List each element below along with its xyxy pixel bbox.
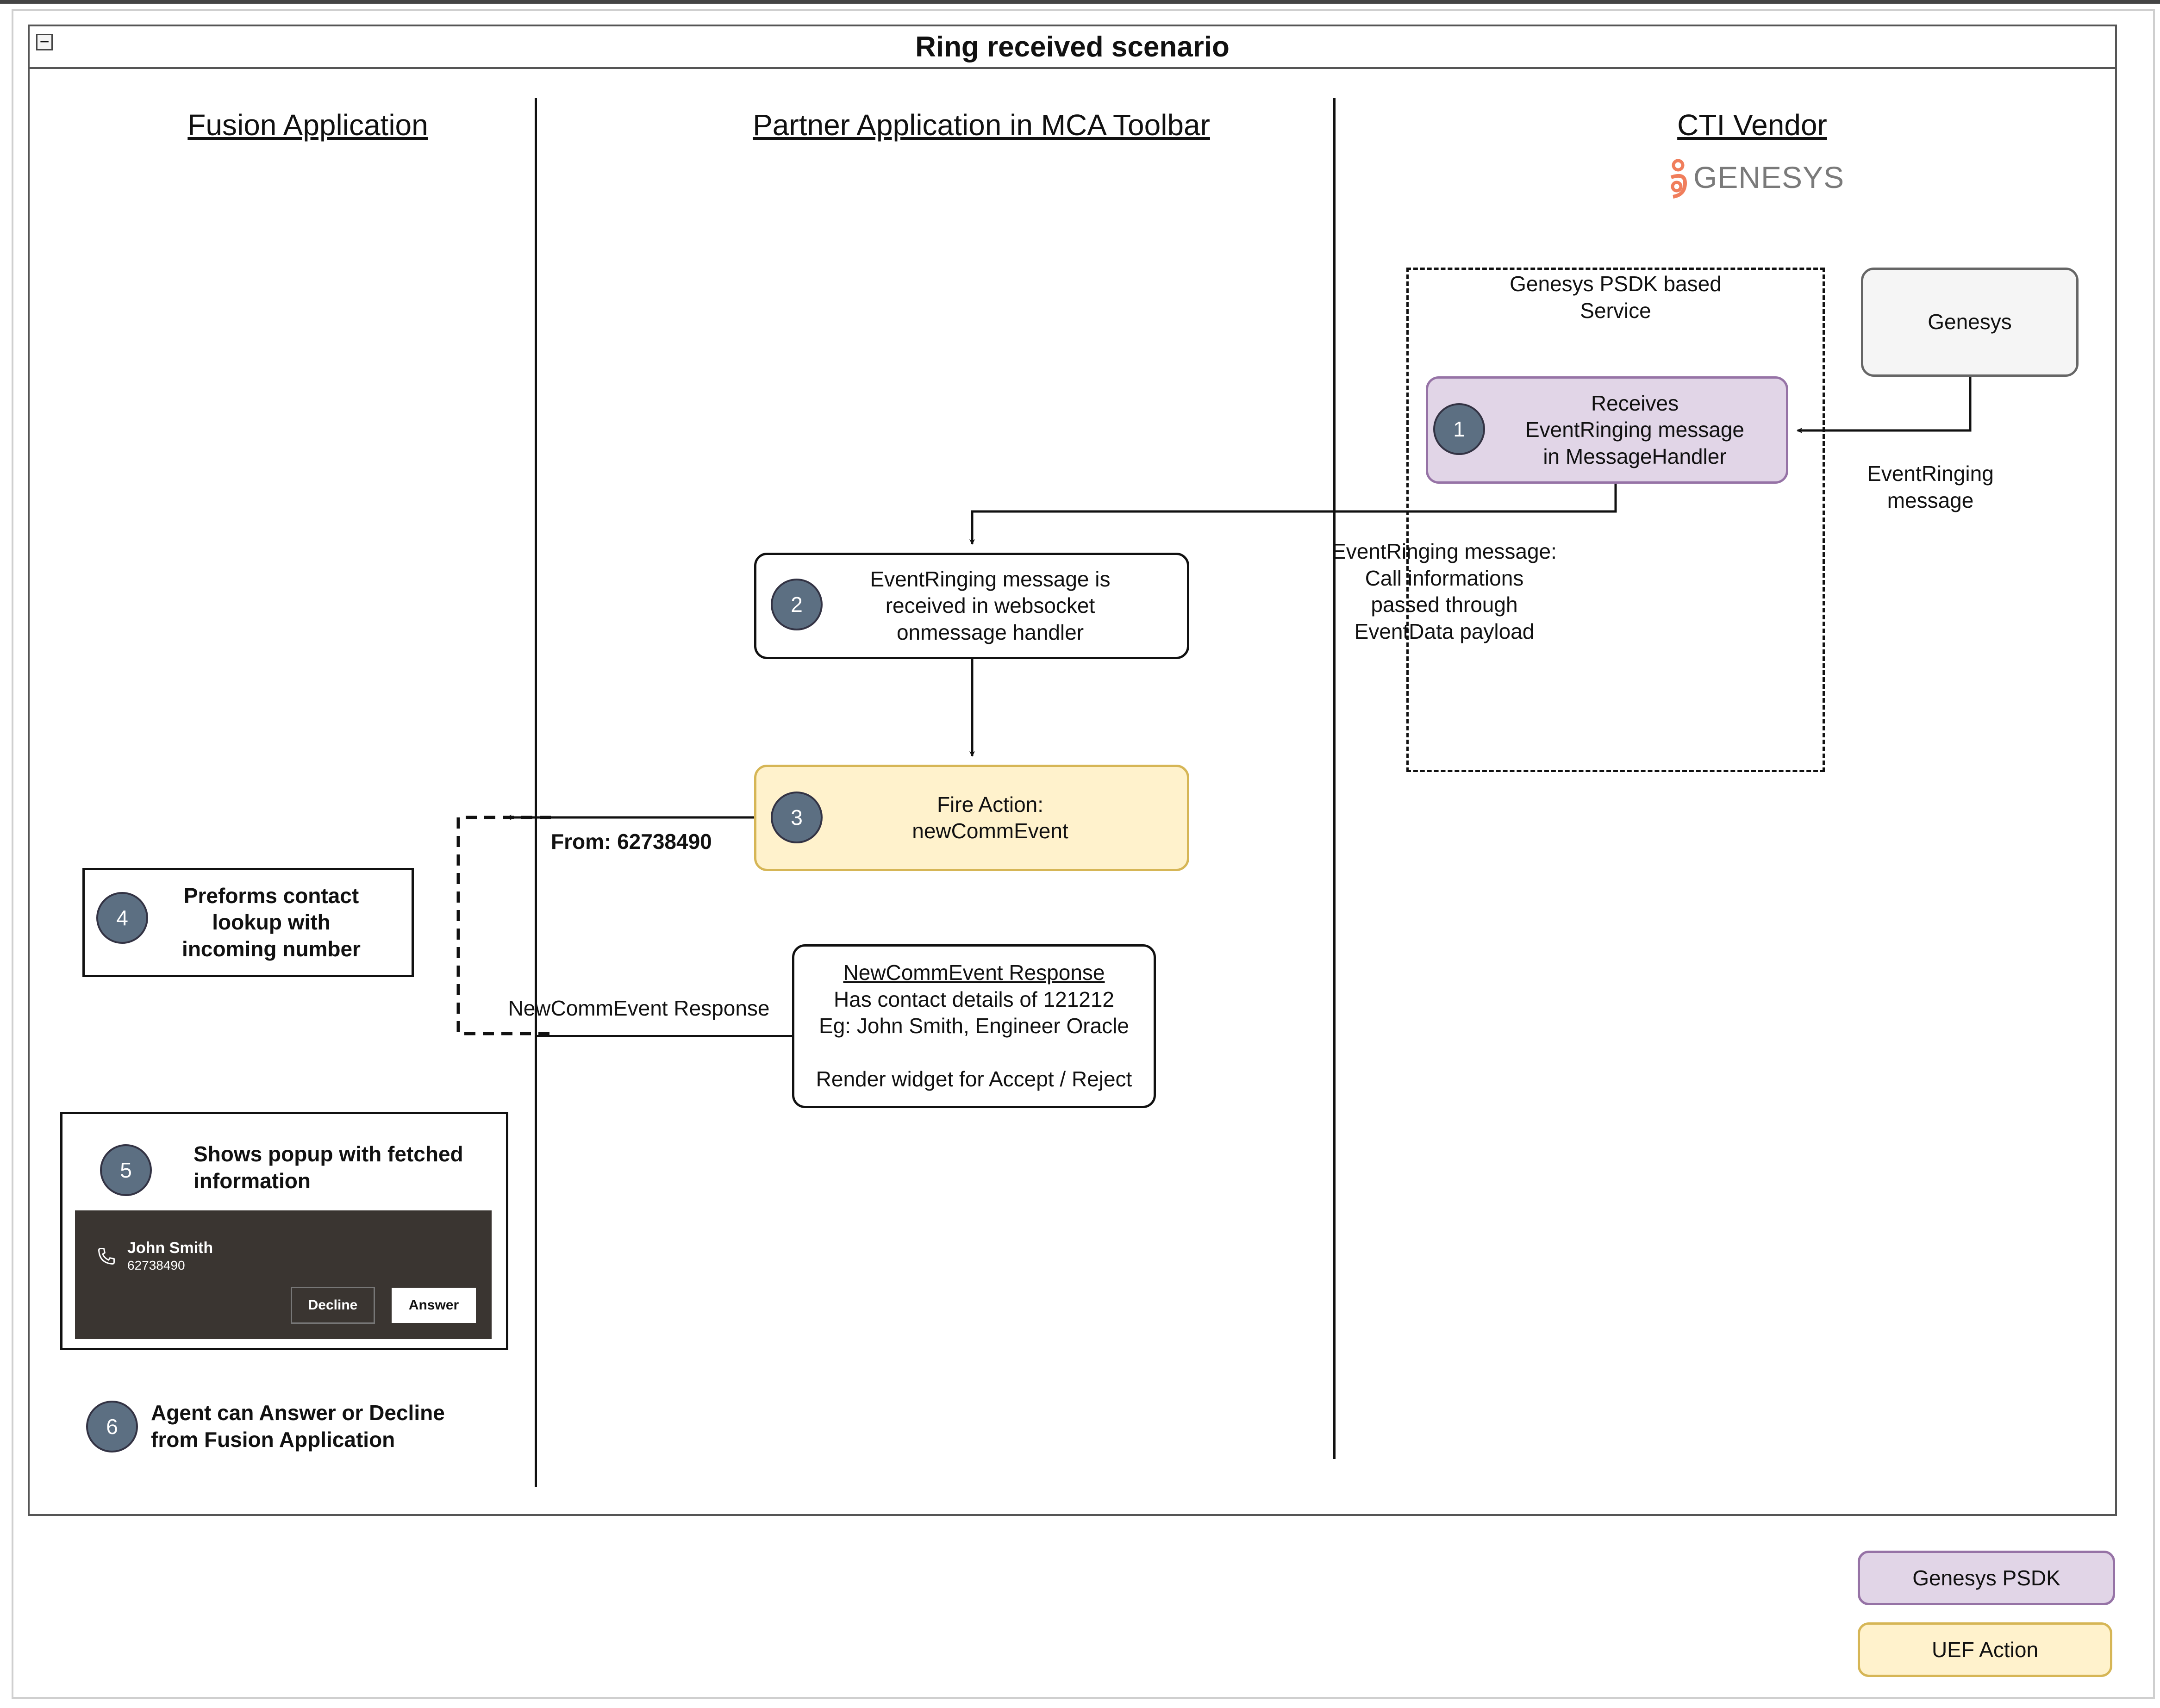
edge-step1-to-step2	[969, 484, 1617, 545]
response-title: NewCommEvent Response	[843, 960, 1105, 985]
collapse-toggle-button[interactable]: −	[36, 33, 53, 50]
lane-title-partner: Partner Application in MCA Toolbar	[753, 108, 1210, 142]
pool-container[interactable]	[28, 25, 2117, 1516]
newcommevent-response-box[interactable]: NewCommEvent Response Has contact detail…	[792, 944, 1156, 1108]
lane-title-fusion: Fusion Application	[187, 108, 428, 142]
window-top-border	[0, 0, 2160, 4]
caller-number: 62738490	[127, 1258, 185, 1272]
lane-divider-left	[535, 98, 537, 1487]
genesys-logo-text: GENESYS	[1693, 160, 1845, 194]
genesys-logo: GENESYS	[1667, 155, 1852, 206]
lane-title-cti-vendor: CTI Vendor	[1677, 108, 1827, 142]
response-body: Has contact details of 121212 Eg: John S…	[816, 987, 1132, 1091]
step6-label: Agent can Answer or Decline from Fusion …	[151, 1401, 445, 1452]
pool-header	[28, 25, 2117, 69]
step2-websocket-handler[interactable]: EventRinging message is received in webs…	[754, 553, 1189, 659]
genesys-node[interactable]: Genesys	[1861, 268, 2079, 377]
lane-divider-right	[1333, 98, 1336, 1459]
step-badge-3: 3	[771, 792, 823, 843]
step-badge-5: 5	[100, 1144, 152, 1196]
edge-genesys-to-step1	[1797, 377, 1972, 433]
answer-button[interactable]: Answer	[392, 1288, 476, 1323]
caller-name: John Smith	[127, 1239, 213, 1257]
genesys-logo-icon	[1670, 159, 1687, 199]
service-group-label: Genesys PSDK based Service	[1510, 272, 1722, 323]
legend-uef-action: UEF Action	[1858, 1622, 2112, 1677]
genesys-psdk-service-group[interactable]	[1406, 268, 1825, 772]
legend-genesys-psdk: Genesys PSDK	[1858, 1551, 2115, 1605]
step-badge-6: 6	[86, 1401, 138, 1452]
decline-button[interactable]: Decline	[291, 1287, 375, 1324]
diagram-title: Ring received scenario	[915, 31, 1230, 63]
step3-fire-action[interactable]: Fire Action: newCommEvent	[754, 765, 1189, 871]
canvas-frame	[12, 9, 2155, 1699]
edge-label-from: From: 62738490	[551, 829, 712, 854]
step1-receives-eventringing[interactable]: Receives EventRinging message in Message…	[1426, 376, 1788, 484]
edge-dashed-bracket	[456, 816, 551, 1035]
edge-label-response: NewCommEvent Response	[508, 996, 770, 1020]
edge-label-eventringing: EventRinging message	[1867, 461, 1994, 512]
step-badge-1: 1	[1433, 403, 1485, 455]
phone-icon	[98, 1248, 115, 1265]
step5-label: Shows popup with fetched information	[194, 1142, 463, 1193]
edge-label-payload: EventRinging message: Call informations …	[1332, 539, 1557, 643]
step-badge-4: 4	[96, 892, 148, 944]
step-badge-2: 2	[771, 579, 823, 630]
